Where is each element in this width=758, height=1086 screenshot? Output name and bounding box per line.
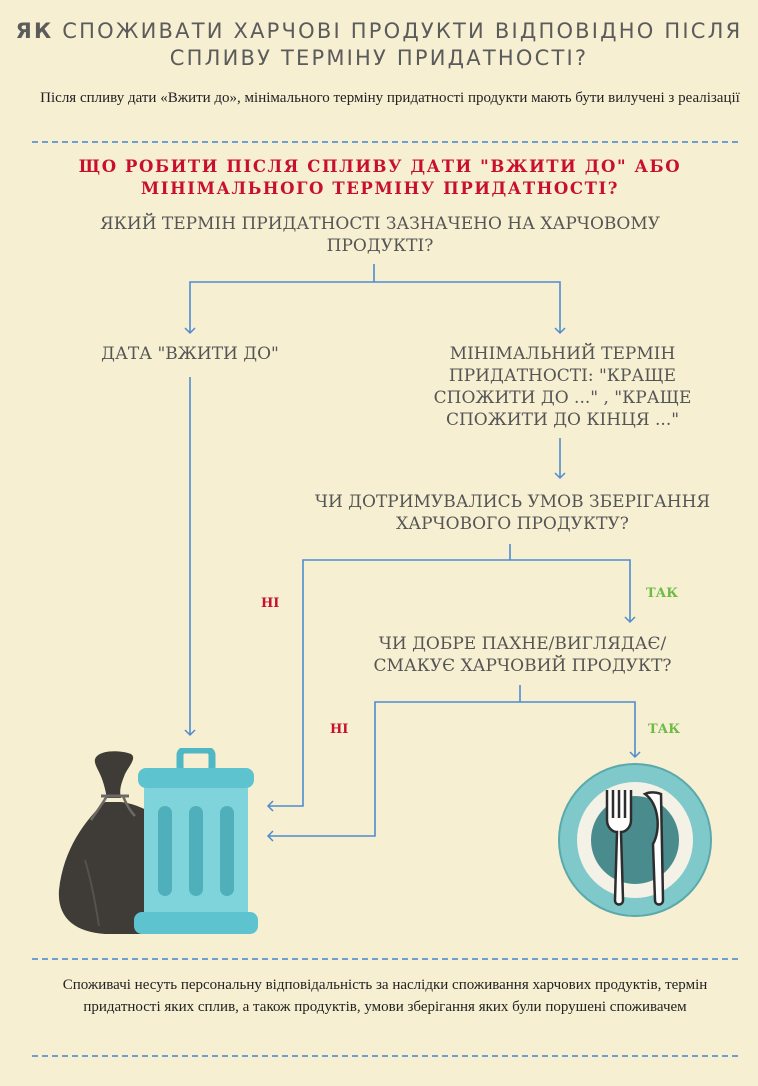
title-bold: ЯК xyxy=(15,19,54,43)
divider-bottom xyxy=(32,1055,738,1057)
connector-q3-yes xyxy=(520,701,641,759)
label-quality-yes: ТАК xyxy=(648,722,681,737)
question-storage-conditions: ЧИ ДОТРИМУВАЛИСЬ УМОВ ЗБЕРІГАННЯ ХАРЧОВО… xyxy=(314,492,711,534)
question-shelf-life-type: ЯКИЙ ТЕРМІН ПРИДАТНОСТІ ЗАЗНАЧЕНО НА ХАР… xyxy=(99,214,661,256)
connector-q1-left xyxy=(184,281,374,335)
label-quality-no: НІ xyxy=(330,722,349,737)
question-smell-look-taste: ЧИ ДОБРЕ ПАХНЕ/ВИГЛЯДАЄ/ СМАКУЄ ХАРЧОВИЙ… xyxy=(373,634,672,676)
plate-cutlery-icon xyxy=(558,763,712,917)
node-best-before: МІНІМАЛЬНИЙ ТЕРМІН ПРИДАТНОСТІ: "КРАЩЕ С… xyxy=(433,344,692,430)
connector-q2-no xyxy=(266,559,510,812)
divider-top xyxy=(32,141,738,143)
label-storage-yes: ТАК xyxy=(646,586,679,601)
footer-note: Споживачі несуть персональну відповідаль… xyxy=(62,977,708,1015)
connector-q2-yes xyxy=(510,559,636,624)
section-heading: ЩО РОБИТИ ПІСЛЯ СПЛИВУ ДАТИ "ВЖИТИ ДО" А… xyxy=(78,157,682,198)
label-storage-no: НІ xyxy=(261,596,280,611)
trash-bin-icon xyxy=(134,748,258,934)
connector-q3-no xyxy=(266,701,520,842)
title-rest: СПОЖИВАТИ ХАРЧОВІ ПРОДУКТИ ВІДПОВІДНО ПІ… xyxy=(53,19,743,70)
node-use-by-date: ДАТА "ВЖИТИ ДО" xyxy=(101,344,279,364)
connector-q1-right xyxy=(374,281,566,335)
divider-middle xyxy=(32,958,738,960)
garbage-bag-icon xyxy=(58,751,165,934)
page-subtitle: Після спливу дати «Вжити до», мінімально… xyxy=(40,90,740,106)
page-title: ЯК СПОЖИВАТИ ХАРЧОВІ ПРОДУКТИ ВІДПОВІДНО… xyxy=(0,18,758,72)
